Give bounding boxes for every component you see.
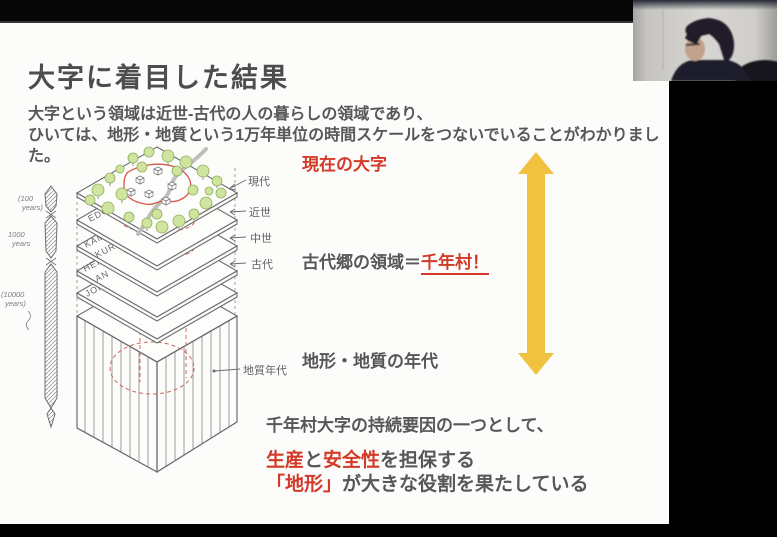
webcam-tile[interactable]	[633, 0, 777, 81]
ancient-domain-highlight: 千年村！	[421, 253, 489, 275]
top-black-bar	[0, 0, 777, 23]
person-face	[685, 37, 705, 61]
timescale-bar	[44, 185, 58, 429]
webcam-ceiling-shadow	[633, 0, 777, 10]
timescale-label-10000b: years)	[4, 299, 26, 308]
conclusion-word-production: 生産	[266, 450, 305, 471]
era-label-chusei: 中世	[250, 232, 272, 245]
trees	[84, 146, 227, 234]
geo-callout: 地質年代	[212, 363, 287, 377]
conclusion-tail-1: を担保する	[380, 450, 476, 471]
conclusion-text: 生産と安全性を担保する 「地形」が大きな役割を果たしている	[266, 449, 588, 497]
person-fringe	[685, 22, 709, 44]
ancient-domain-prefix: 古代郷の領域＝	[302, 253, 421, 272]
timescale-label-100a: (100	[18, 194, 34, 203]
webcam-person	[671, 18, 777, 81]
timescale-label-1000b: years	[11, 239, 31, 248]
strata-sketch: (100 years) 1000 years (10000 years)	[1, 146, 554, 473]
label-ancient-domain: 古代郷の領域＝千年村！	[302, 248, 489, 275]
era-label-kodai: 古代	[251, 258, 273, 271]
era-label-gendai: 現代	[248, 175, 270, 188]
conclusion-word-terrain: 「地形」	[266, 474, 343, 495]
timescale-squiggle	[25, 310, 31, 331]
person-glasses	[685, 43, 701, 46]
slide-title: 大字に着目した結果	[28, 63, 289, 93]
tree-trunks	[97, 162, 218, 231]
webcam-video	[633, 0, 777, 81]
conclusion-line-2: 「地形」が大きな役割を果たしている	[266, 473, 588, 497]
conclusion-line-1: 生産と安全性を担保する	[266, 449, 588, 473]
label-geo-age: 地形・地質の年代	[302, 352, 438, 371]
conclusion-word-safety: 安全性	[323, 450, 381, 471]
surface-scene	[84, 146, 227, 236]
timescale-labels: (100 years) 1000 years (10000 years)	[1, 194, 43, 331]
era-callouts: 現代 近世 中世 古代	[228, 175, 273, 271]
timescale-label-1000a: 1000	[8, 230, 26, 239]
label-current-oaza: 現在の大字	[302, 155, 387, 174]
conclusion-join-1: と	[304, 450, 324, 471]
time-span-double-arrow	[518, 152, 554, 375]
era-label-kinsei: 近世	[249, 206, 271, 219]
era-slabs: JOMON HEI AN KAMA KURA EDO	[75, 146, 239, 344]
geo-age-sketch-label: 地質年代	[243, 363, 287, 377]
subtitle-line-1: 大字という領域は近世-古代の人の暮らしの領域であり、	[28, 106, 433, 123]
slide-subtitle: 大字という領域は近世-古代の人の暮らしの領域であり、 ひいては、地形・地質という…	[28, 104, 669, 167]
conclusion-tail-2: が大きな役割を果たしている	[342, 474, 589, 495]
timescale-label-10000a: (10000	[1, 290, 25, 299]
subtitle-line-2: ひいては、地形・地質という1万年単位の時間スケールをつないでいることがわかりまし…	[28, 127, 660, 165]
timescale-label-100b: years)	[21, 203, 43, 212]
conclusion-intro: 千年村大字の持続要因の一つとして、	[266, 416, 554, 435]
person-body	[671, 60, 751, 81]
